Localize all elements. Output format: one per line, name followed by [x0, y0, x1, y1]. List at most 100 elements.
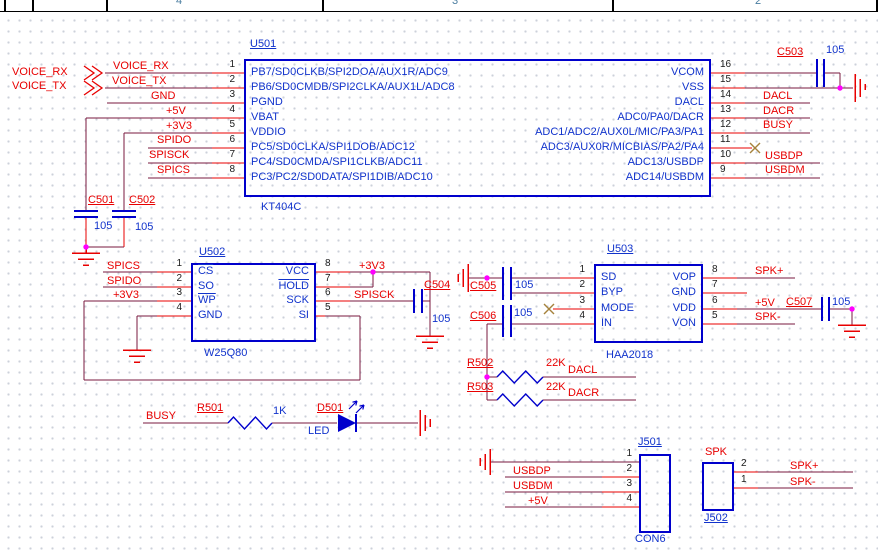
- pin-number: 5: [229, 119, 235, 130]
- val-c502[interactable]: 105: [135, 221, 154, 233]
- net-label-gnd[interactable]: GND: [151, 90, 176, 102]
- val-c501[interactable]: 105: [94, 220, 113, 232]
- ground-symbols[interactable]: [72, 74, 866, 475]
- pin-number: 8: [712, 264, 718, 275]
- pin-number: 14: [720, 89, 732, 100]
- port-label-voice-rx[interactable]: VOICE_RX: [12, 66, 68, 78]
- net-label-dacr[interactable]: DACR: [763, 105, 795, 117]
- ref-r502[interactable]: R502: [467, 357, 494, 369]
- net-label-usbdm[interactable]: USBDM: [765, 164, 805, 176]
- ref-c501[interactable]: C501: [88, 194, 115, 206]
- refdes-u501[interactable]: U501: [250, 38, 277, 50]
- pin-number: 10: [720, 149, 732, 160]
- ref-r501[interactable]: R501: [197, 402, 224, 414]
- net-label-5v[interactable]: +5V: [166, 105, 186, 117]
- net-label-voice-tx[interactable]: VOICE_TX: [112, 75, 167, 87]
- pin-number: 13: [720, 104, 732, 115]
- pin-number: 2: [626, 463, 632, 474]
- pin-number: 1: [176, 258, 182, 269]
- ref-c502[interactable]: C502: [129, 194, 156, 206]
- pin-name: ADC0/PA0/DACR: [617, 111, 704, 123]
- pin-name: VSS: [681, 81, 704, 93]
- val-r502[interactable]: 22K: [546, 357, 566, 369]
- pin-number: 4: [626, 493, 632, 504]
- net-label-spisck-u502[interactable]: SPISCK: [354, 289, 395, 301]
- net-label-5v-j501[interactable]: +5V: [528, 495, 548, 507]
- resistor-symbols[interactable]: [227, 369, 544, 431]
- pin-name: CS: [198, 265, 214, 277]
- net-label-usbdp-j501[interactable]: USBDP: [513, 465, 551, 477]
- net-label-busy[interactable]: BUSY: [763, 119, 793, 131]
- net-label-spics-u502[interactable]: SPICS: [107, 260, 141, 272]
- net-label-dacl[interactable]: DACL: [763, 90, 793, 102]
- ref-d501[interactable]: D501: [317, 402, 344, 414]
- ref-r503[interactable]: R503: [467, 381, 494, 393]
- pin-name: PB7/SD0CLKB/SPI2DOA/AUX1R/ADC9: [251, 66, 448, 78]
- net-label-busy-r501[interactable]: BUSY: [146, 410, 176, 422]
- ref-c503[interactable]: C503: [777, 46, 804, 58]
- pin-name: PGND: [251, 96, 283, 108]
- ref-c507[interactable]: C507: [786, 296, 813, 308]
- capacitor-symbols[interactable]: [74, 59, 830, 337]
- val-c507[interactable]: 105: [832, 296, 851, 308]
- part-name-j501: CON6: [635, 533, 666, 545]
- refdes-j501[interactable]: J501: [638, 436, 662, 448]
- pin-name: SO: [198, 280, 214, 292]
- chip-u503[interactable]: [594, 264, 703, 343]
- port-label-voice-tx[interactable]: VOICE_TX: [12, 80, 67, 92]
- net-label-voice-rx[interactable]: VOICE_RX: [113, 60, 169, 72]
- ref-c506[interactable]: C506: [470, 310, 497, 322]
- refdes-u502[interactable]: U502: [199, 246, 226, 258]
- refdes-j502[interactable]: J502: [704, 512, 728, 524]
- val-c505[interactable]: 105: [515, 279, 534, 291]
- net-label-dacl-r502[interactable]: DACL: [568, 364, 598, 376]
- val-c506[interactable]: 105: [514, 307, 533, 319]
- val-r501[interactable]: 1K: [273, 405, 287, 417]
- net-label-usbdp[interactable]: USBDP: [765, 150, 803, 162]
- net-label-spics[interactable]: SPICS: [157, 164, 191, 176]
- connector-j502[interactable]: [702, 462, 734, 511]
- grid-dots: [0, 11, 878, 557]
- border-divider: [322, 0, 324, 11]
- val-c503[interactable]: 105: [826, 44, 845, 56]
- val-r503[interactable]: 22K: [546, 381, 566, 393]
- no-connect-icon[interactable]: [543, 142, 761, 315]
- pin-number: 1: [741, 474, 747, 485]
- net-label-spk-plus[interactable]: SPK+: [755, 265, 784, 277]
- val-d501[interactable]: LED: [308, 425, 330, 437]
- refdes-u503[interactable]: U503: [607, 243, 634, 255]
- val-c504[interactable]: 105: [432, 313, 451, 325]
- net-label-spido-u502[interactable]: SPIDO: [107, 275, 142, 287]
- ref-c504[interactable]: C504: [424, 279, 451, 291]
- chip-u502[interactable]: [191, 263, 316, 342]
- pin-number: 2: [741, 458, 747, 469]
- pin-number: 3: [229, 89, 235, 100]
- net-label-spido[interactable]: SPIDO: [157, 134, 192, 146]
- pin-name: ADC3/AUX0R/MICBIAS/PA2/PA4: [540, 141, 704, 153]
- pin-name: ADC13/USBDP: [627, 156, 704, 168]
- port-chevron-icon[interactable]: [83, 65, 104, 96]
- label-spk-j502[interactable]: SPK: [705, 446, 728, 458]
- connector-j501[interactable]: [639, 454, 671, 533]
- ref-c505[interactable]: C505: [470, 280, 497, 292]
- net-label-usbdm-j501[interactable]: USBDM: [513, 480, 553, 492]
- net-label-3v3-u502[interactable]: +3V3: [113, 289, 139, 301]
- pin-number: 3: [626, 478, 632, 489]
- net-label-5v-u503[interactable]: +5V: [755, 297, 775, 309]
- pin-number: 5: [712, 310, 718, 321]
- chip-u501[interactable]: [244, 59, 711, 197]
- pin-name: VCC: [285, 265, 309, 277]
- pin-number: 4: [229, 104, 235, 115]
- pin-name: PC4/SD0CMDA/SPI1CLKB/ADC11: [251, 156, 423, 168]
- pin-number: 16: [720, 59, 732, 70]
- net-label-spk-minus[interactable]: SPK-: [755, 311, 781, 323]
- net-label-3v3[interactable]: +3V3: [166, 120, 192, 132]
- net-label-3v3-c504[interactable]: +3V3: [359, 260, 385, 272]
- net-label-spk-minus-j502[interactable]: SPK-: [790, 476, 816, 488]
- pin-number: 11: [720, 134, 731, 145]
- led-icon[interactable]: [338, 400, 365, 432]
- net-label-dacr-r503[interactable]: DACR: [568, 387, 600, 399]
- net-label-spisck[interactable]: SPISCK: [149, 149, 190, 161]
- net-label-spk-plus-j502[interactable]: SPK+: [790, 460, 819, 472]
